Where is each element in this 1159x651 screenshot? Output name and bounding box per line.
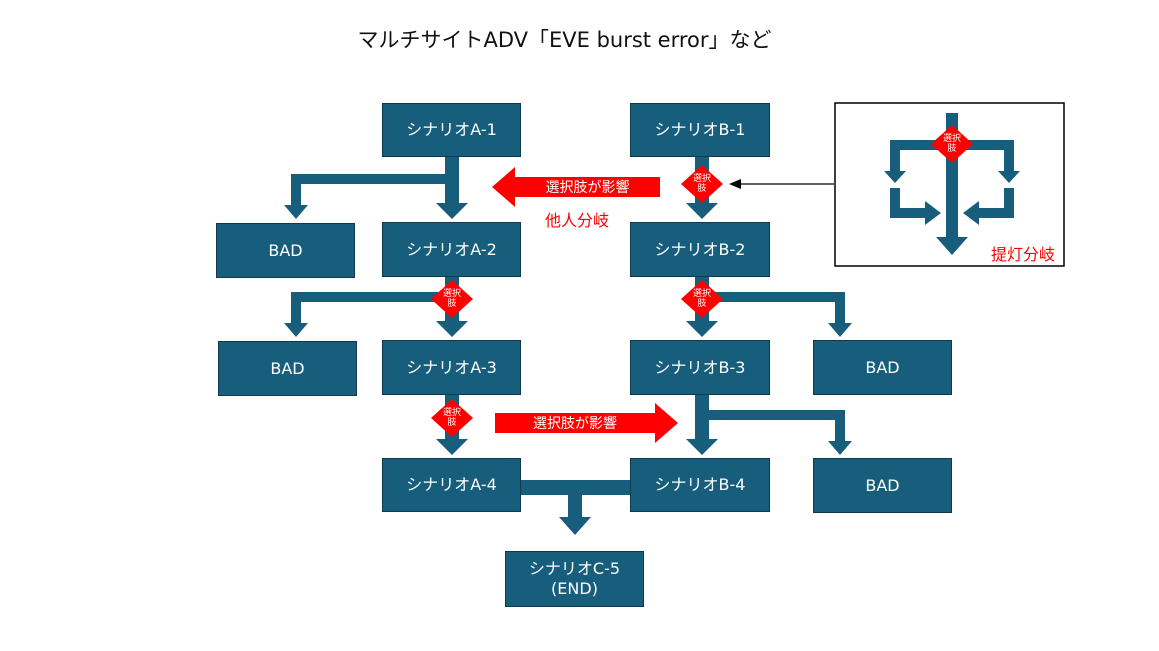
choice-marker-b1: 選択 肢 [692,174,711,194]
inset-right-return-v [1004,188,1014,218]
scenario-a1: シナリオA-1 [382,103,521,157]
connector-bad2-stem [291,292,301,324]
connector-bad4-stem [835,410,845,442]
inset-right-return-h [978,208,1014,218]
influence-label-left: 選択肢が影響 [545,180,630,196]
choice-marker-a3: 選択 肢 [442,408,461,428]
arrowhead-to-a4 [436,439,468,455]
inset-right-drop [1004,140,1014,172]
bad-box-4: BAD [813,458,952,513]
scenario-a3: シナリオA-3 [382,340,521,395]
lantern-branch-label: 提灯分岐 [991,245,1056,264]
choice-diamond-a3 [431,399,473,437]
bad-box-3: BAD [813,340,952,395]
arrowhead-to-bad2 [284,323,308,337]
page-title: マルチサイトADV「EVE burst error」など [357,28,772,52]
choice-marker-b2: 選択 肢 [692,289,711,309]
arrowhead-to-bad3 [828,323,852,337]
connector-bad3-stem [835,292,845,324]
choice-diamond-a2 [431,280,473,318]
bad-box-2: BAD [218,341,357,396]
arrowhead-to-a2 [436,203,468,219]
arrowhead-to-b2 [686,203,718,219]
connector-a2-left [291,292,459,302]
choice-diamond-b2 [681,280,723,318]
inset-left-drop-arrowhead [884,171,906,183]
inset-main-arrowhead [936,237,968,255]
inset-left-return-arrowhead [925,201,941,225]
scenario-b1: シナリオB-1 [630,103,770,157]
arrowhead-to-b3 [686,321,718,337]
arrowhead-to-b4 [686,439,718,455]
scenario-b3: シナリオB-3 [630,340,770,395]
connector-merge [520,480,631,495]
choice-diamond-b1 [681,165,723,203]
scenario-c5: シナリオC-5 (END) [505,551,644,607]
influence-arrow-left [492,167,660,207]
connector-b3-right [695,410,845,420]
connector-merge-down [568,495,582,519]
other-branch-label: 他人分岐 [545,211,610,230]
choice-diamond-inset [931,125,973,163]
bad-box-1: BAD [216,223,355,278]
scenario-b4: シナリオB-4 [630,458,770,512]
connector-a1-left [291,174,459,184]
choice-marker-inset: 選択 肢 [942,134,961,154]
arrowhead-to-c5 [559,517,591,535]
connector-b2-right [695,292,845,302]
influence-label-right: 選択肢が影響 [533,416,617,432]
arrowhead-to-bad1 [284,205,308,219]
inset-left-return-v [890,188,900,218]
inset-left-bar [890,140,952,150]
arrowhead-to-bad4 [828,441,852,455]
scenario-b2: シナリオB-2 [630,222,770,277]
inset-right-bar [952,140,1014,150]
inset-right-drop-arrowhead [998,171,1020,183]
arrowhead-to-a3 [436,321,468,337]
inset-right-return-arrowhead [963,201,979,225]
influence-arrow-right [495,403,678,443]
scenario-a4: シナリオA-4 [382,458,521,512]
scenario-a2: シナリオA-2 [382,222,521,277]
connector-bad1-stem [291,174,301,206]
choice-marker-a2: 選択 肢 [442,289,461,309]
inset-left-return-h [890,208,926,218]
inset-left-drop [890,140,900,172]
pointer-arrowhead [729,179,741,189]
